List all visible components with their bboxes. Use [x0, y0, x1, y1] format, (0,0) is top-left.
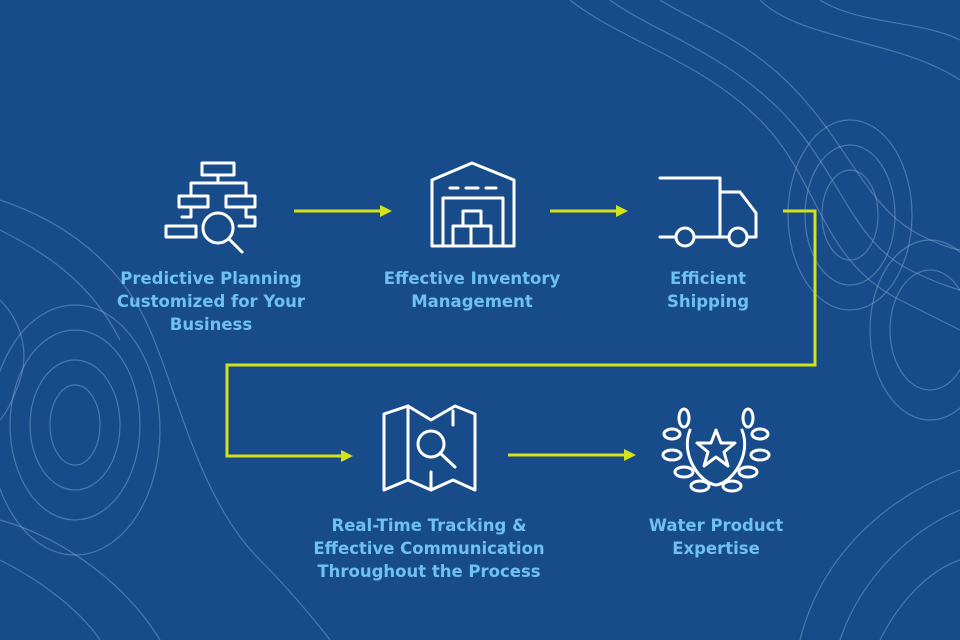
- step-label-inventory: Effective Inventory Management: [384, 267, 561, 313]
- truck-icon: [658, 176, 758, 248]
- label-line: Effective Communication: [313, 539, 545, 558]
- arrow-3-to-4: [225, 209, 817, 458]
- label-line: Customized for Your: [116, 292, 306, 311]
- label-line: Expertise: [672, 539, 760, 558]
- step-label-tracking: Real-Time Tracking & Effective Communica…: [313, 514, 544, 583]
- label-line: Real-Time Tracking &: [331, 516, 527, 535]
- label-line: Water Product: [648, 516, 784, 535]
- laurel-star-icon: [661, 407, 771, 493]
- label-line: Shipping: [666, 292, 750, 311]
- label-line: Business: [169, 315, 253, 334]
- step-label-expertise: Water Product Expertise: [649, 514, 784, 560]
- label-line: Throughout the Process: [317, 562, 541, 581]
- map-search-icon: [382, 404, 477, 492]
- label-line: Predictive Planning: [120, 269, 302, 288]
- step-label-predictive-planning: Predictive Planning Customized for Your …: [117, 267, 305, 336]
- label-line: Effective Inventory: [383, 269, 561, 288]
- connector-arrows: [225, 205, 817, 462]
- label-line: Efficient: [670, 269, 746, 288]
- step-label-shipping: Efficient Shipping: [667, 267, 749, 313]
- label-line: Management: [411, 292, 533, 311]
- flowchart-search-icon: [164, 161, 257, 254]
- warehouse-icon: [430, 161, 516, 248]
